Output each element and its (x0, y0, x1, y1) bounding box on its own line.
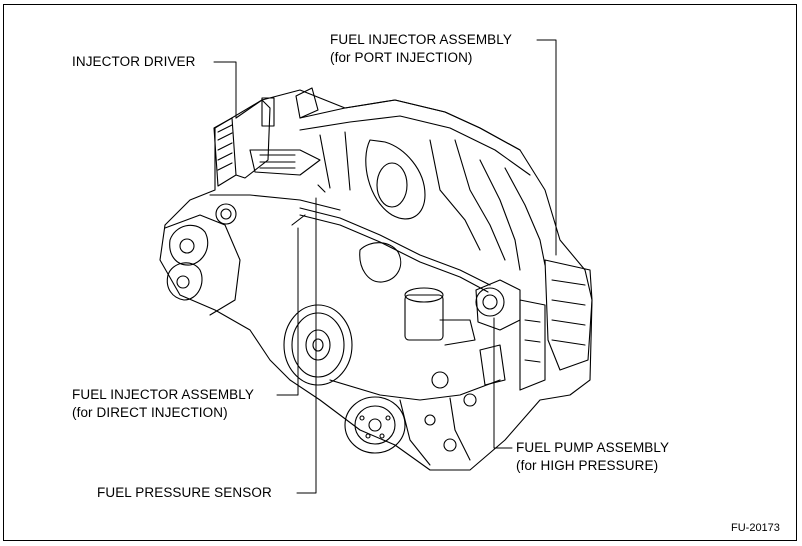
diagram-frame (3, 4, 797, 541)
ac-compressor-pulley (344, 396, 406, 454)
label-fuel-pump-subtitle: (for HIGH PRESSURE) (516, 458, 659, 473)
fuel-rail-pump (291, 184, 593, 391)
label-direct-injector-title: FUEL INJECTOR ASSEMBLY (72, 387, 254, 402)
leader-port-injector (536, 39, 557, 256)
leader-injector-driver (213, 61, 237, 119)
lower-block-details (329, 344, 506, 466)
figure-id: FU-20173 (731, 522, 780, 534)
label-fuel-pressure-sensor: FUEL PRESSURE SENSOR (97, 485, 272, 500)
label-fuel-pump-title: FUEL PUMP ASSEMBLY (516, 440, 670, 455)
injector-driver-unit (213, 87, 319, 187)
leader-fuel-pump (493, 317, 513, 449)
label-port-injector-title: FUEL INJECTOR ASSEMBLY (330, 32, 512, 47)
leader-direct-injector (276, 227, 299, 396)
leader-pressure-sensor (296, 197, 317, 494)
label-injector-driver: INJECTOR DRIVER (72, 54, 196, 69)
intake-manifold (209, 99, 546, 271)
leader-lines (213, 39, 557, 494)
crank-pulley (283, 304, 353, 386)
label-direct-injector-subtitle: (for DIRECT INJECTION) (72, 405, 228, 420)
label-port-injector-subtitle: (for PORT INJECTION) (330, 50, 473, 65)
